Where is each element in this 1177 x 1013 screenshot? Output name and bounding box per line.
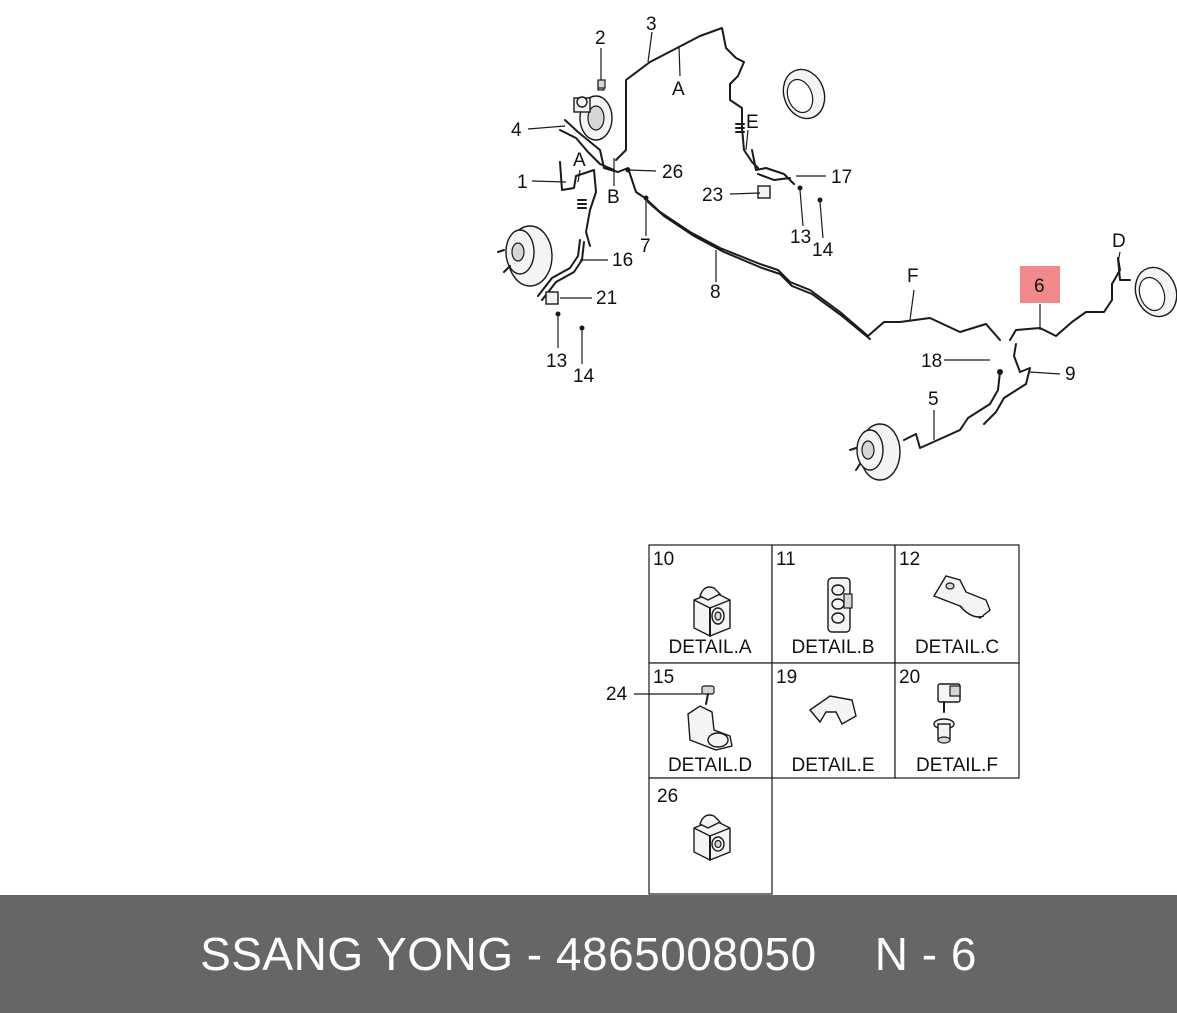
brake-pipes (537, 27, 1131, 449)
detail-caption-a: DETAIL.A (668, 637, 751, 658)
clip-10-drawing (693, 586, 731, 637)
callout-2: 2 (595, 28, 606, 49)
detail-num-12: 12 (899, 549, 920, 570)
letter-a-top: A (672, 79, 685, 100)
clip-15-drawing (634, 685, 733, 751)
page-reference: N - 6 (874, 928, 977, 980)
detail-cell-f (894, 662, 1020, 779)
letter-f: F (907, 266, 919, 287)
callout-7: 7 (640, 236, 651, 257)
callout-26-top: 26 (662, 162, 683, 183)
detail-num-11: 11 (776, 549, 796, 570)
letter-d: D (1112, 231, 1126, 252)
highlight-part-6 (1020, 266, 1060, 303)
clip-26-drawing (693, 814, 731, 861)
callout-4: 4 (511, 120, 522, 141)
seal-ring-top (782, 68, 826, 120)
callout-6: 6 (1034, 276, 1045, 297)
detail-caption-c: DETAIL.C (915, 637, 999, 658)
detail-num-20: 20 (899, 667, 920, 688)
callout-13-top: 13 (790, 227, 811, 248)
callout-18: 18 (921, 351, 942, 372)
callout-3: 3 (646, 14, 657, 35)
detail-caption-e: DETAIL.E (791, 755, 874, 776)
detail-caption-b: DETAIL.B (791, 637, 874, 658)
letter-b: B (607, 187, 620, 208)
detail-num-19: 19 (776, 667, 797, 688)
callout-24: 24 (606, 684, 628, 705)
clip-19-drawing (808, 695, 857, 725)
leader-lines (527, 31, 1121, 440)
callout-5: 5 (928, 389, 939, 410)
rear-left-brake-disc (849, 423, 901, 481)
master-cylinder (573, 81, 613, 141)
detail-cell-e (771, 662, 896, 779)
front-left-brake-disc (497, 225, 553, 287)
detail-num-15: 15 (653, 667, 674, 688)
clip-20-drawing (933, 683, 961, 744)
callout-14-top: 14 (812, 240, 834, 261)
callout-13-left: 13 (546, 351, 567, 372)
callout-17: 17 (831, 167, 852, 188)
footer-bar: SSANG YONG - 4865008050 N - 6 (0, 895, 1177, 1013)
letter-a-left: A (573, 150, 586, 171)
callout-9: 9 (1065, 364, 1076, 385)
clip-12-drawing (932, 575, 991, 619)
detail-caption-f: DETAIL.F (916, 755, 998, 776)
callout-14-left: 14 (573, 366, 595, 387)
letter-e: E (746, 112, 759, 133)
callout-23: 23 (702, 185, 723, 206)
brand-part-number: SSANG YONG - 4865008050 (200, 928, 817, 980)
callout-16: 16 (612, 250, 633, 271)
detail-num-10: 10 (653, 549, 674, 570)
clip-11-drawing (827, 577, 853, 633)
small-parts (545, 79, 1003, 375)
detail-num-26: 26 (657, 786, 678, 807)
detail-caption-d: DETAIL.D (668, 755, 752, 776)
callout-21: 21 (596, 288, 617, 309)
brake-line-diagram: 2 3 4 1 26 7 8 17 23 13 14 16 21 13 14 6… (497, 14, 1177, 895)
callout-1: 1 (517, 172, 528, 193)
callout-8: 8 (710, 282, 721, 303)
callout-labels: 2 3 4 1 26 7 8 17 23 13 14 16 21 13 14 6… (511, 14, 1126, 705)
detail-grid: 10 11 12 15 19 20 26 DETAIL.A DETAIL.B D… (634, 544, 1020, 895)
seal-ring-right (1134, 266, 1177, 318)
